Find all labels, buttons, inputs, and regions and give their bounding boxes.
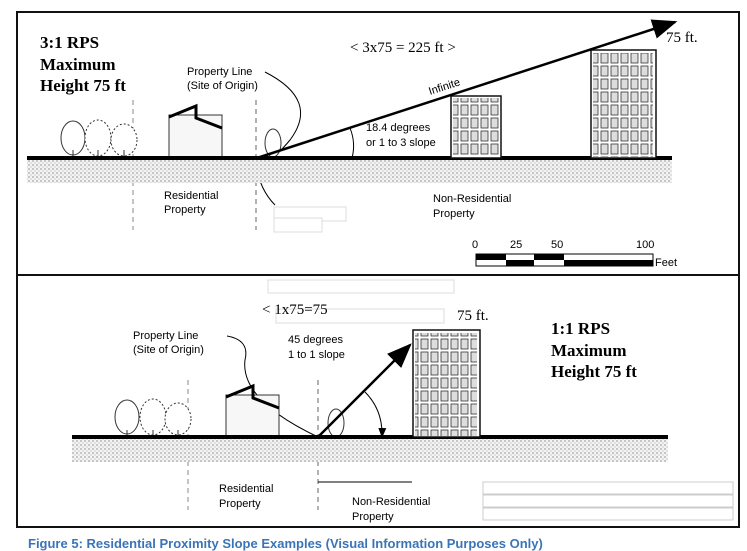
top-nonresidential-1: Non-Residential <box>433 193 511 205</box>
top-property-line-2: (Site of Origin) <box>187 80 258 92</box>
top-residential-2: Property <box>164 204 206 216</box>
scale-tick-100: 100 <box>636 239 654 251</box>
building-tall <box>412 329 481 438</box>
bottom-residential-2: Property <box>219 498 261 510</box>
scale-tick-25: 25 <box>510 239 522 251</box>
bottom-angle-line-1: 45 degrees <box>288 334 344 346</box>
top-angle-line-2: or 1 to 3 slope <box>366 137 436 149</box>
house-icon <box>168 103 223 159</box>
trees-icon <box>60 119 282 158</box>
scale-bar: 0 25 50 100 Feet <box>472 239 677 269</box>
trees-icon <box>114 398 345 438</box>
house-icon <box>225 383 280 438</box>
bottom-panel: < 1x75=75 75 ft. 1:1 RPS Maximum Height … <box>72 279 734 523</box>
scale-tick-0: 0 <box>472 239 478 251</box>
top-nonresidential-2: Property <box>433 208 475 220</box>
bottom-residential-1: Residential <box>219 483 273 495</box>
blank-box <box>273 217 323 233</box>
bottom-nonresidential-1: Non-Residential <box>352 496 430 508</box>
bottom-ground <box>72 437 668 462</box>
bottom-title-line-2: Maximum <box>551 341 627 360</box>
bottom-property-line-2: (Site of Origin) <box>133 344 204 356</box>
top-angle-line-1: 18.4 degrees <box>366 122 431 134</box>
bottom-title-line-3: Height 75 ft <box>551 362 637 381</box>
blank-box <box>482 507 734 521</box>
bottom-angle-arc <box>364 391 387 438</box>
top-title-line-3: Height 75 ft <box>40 76 126 95</box>
top-panel: 3:1 RPS Maximum Height 75 ft < 3x75 = 22… <box>27 19 698 269</box>
building-tall <box>590 49 657 159</box>
bottom-span-label: < 1x75=75 <box>262 302 328 318</box>
top-ground <box>27 158 672 183</box>
bottom-nonresidential-2: Property <box>352 511 394 523</box>
bottom-property-leader <box>226 335 319 438</box>
bottom-angle-line-2: 1 to 1 slope <box>288 349 345 361</box>
scale-unit: Feet <box>655 257 677 269</box>
top-residential-1: Residential <box>164 190 218 202</box>
bottom-slope-arrow <box>317 343 412 438</box>
building-medium <box>450 95 502 159</box>
figure-caption: Figure 5: Residential Proximity Slope Ex… <box>28 536 543 551</box>
bottom-title-line-1: 1:1 RPS <box>551 319 610 338</box>
top-title-line-2: Maximum <box>40 55 116 74</box>
top-span-label: < 3x75 = 225 ft > <box>350 40 456 56</box>
top-property-line-1: Property Line <box>187 66 252 78</box>
bottom-property-line-1: Property Line <box>133 330 198 342</box>
top-slope-arrow <box>256 19 678 160</box>
blank-box <box>275 308 445 324</box>
top-angle-arc <box>349 127 355 159</box>
blank-box <box>482 481 734 495</box>
scale-tick-50: 50 <box>551 239 563 251</box>
top-title-line-1: 3:1 RPS <box>40 33 99 52</box>
blank-box <box>267 279 455 294</box>
bottom-height-label: 75 ft. <box>457 308 489 324</box>
blank-box <box>482 494 734 508</box>
top-height-label: 75 ft. <box>666 30 698 46</box>
